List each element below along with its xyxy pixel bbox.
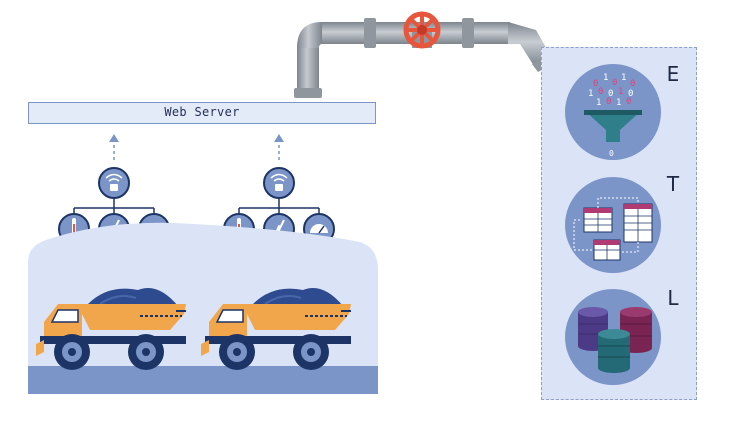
- extract-funnel-icon: 0 1 0 1 0 1 0 0 1 0 1 0 1 0 0: [565, 64, 661, 160]
- load-database-icon: [565, 289, 661, 385]
- svg-text:0: 0: [628, 89, 633, 99]
- dump-truck-icon: [201, 288, 351, 370]
- svg-text:1: 1: [621, 73, 626, 83]
- svg-text:0: 0: [608, 89, 613, 99]
- valve-icon: [403, 11, 441, 49]
- svg-text:0: 0: [626, 97, 631, 107]
- upload-arrow-right: [274, 134, 284, 160]
- svg-text:1: 1: [588, 89, 593, 99]
- svg-text:1: 1: [596, 98, 601, 108]
- mining-site-background: [28, 222, 378, 394]
- svg-text:0: 0: [598, 87, 603, 97]
- svg-text:0: 0: [609, 149, 614, 158]
- svg-text:1: 1: [603, 73, 608, 83]
- svg-text:0: 0: [593, 79, 598, 89]
- svg-text:0: 0: [606, 97, 611, 107]
- svg-text:1: 1: [618, 87, 623, 97]
- load-letter: L: [667, 286, 679, 310]
- wifi-gateway-icon: [263, 167, 295, 199]
- svg-text:0: 0: [630, 79, 635, 89]
- dump-truck-icon: [36, 288, 186, 370]
- svg-text:1: 1: [616, 98, 621, 108]
- transform-letter: T: [666, 172, 680, 196]
- upload-arrow-left: [109, 134, 119, 160]
- svg-text:0: 0: [612, 78, 617, 88]
- transform-tables-icon: [565, 177, 661, 273]
- extract-letter: E: [666, 62, 680, 86]
- wifi-gateway-icon: [98, 167, 130, 199]
- web-server-bar: Web Server: [28, 102, 376, 124]
- web-server-label: Web Server: [164, 105, 240, 119]
